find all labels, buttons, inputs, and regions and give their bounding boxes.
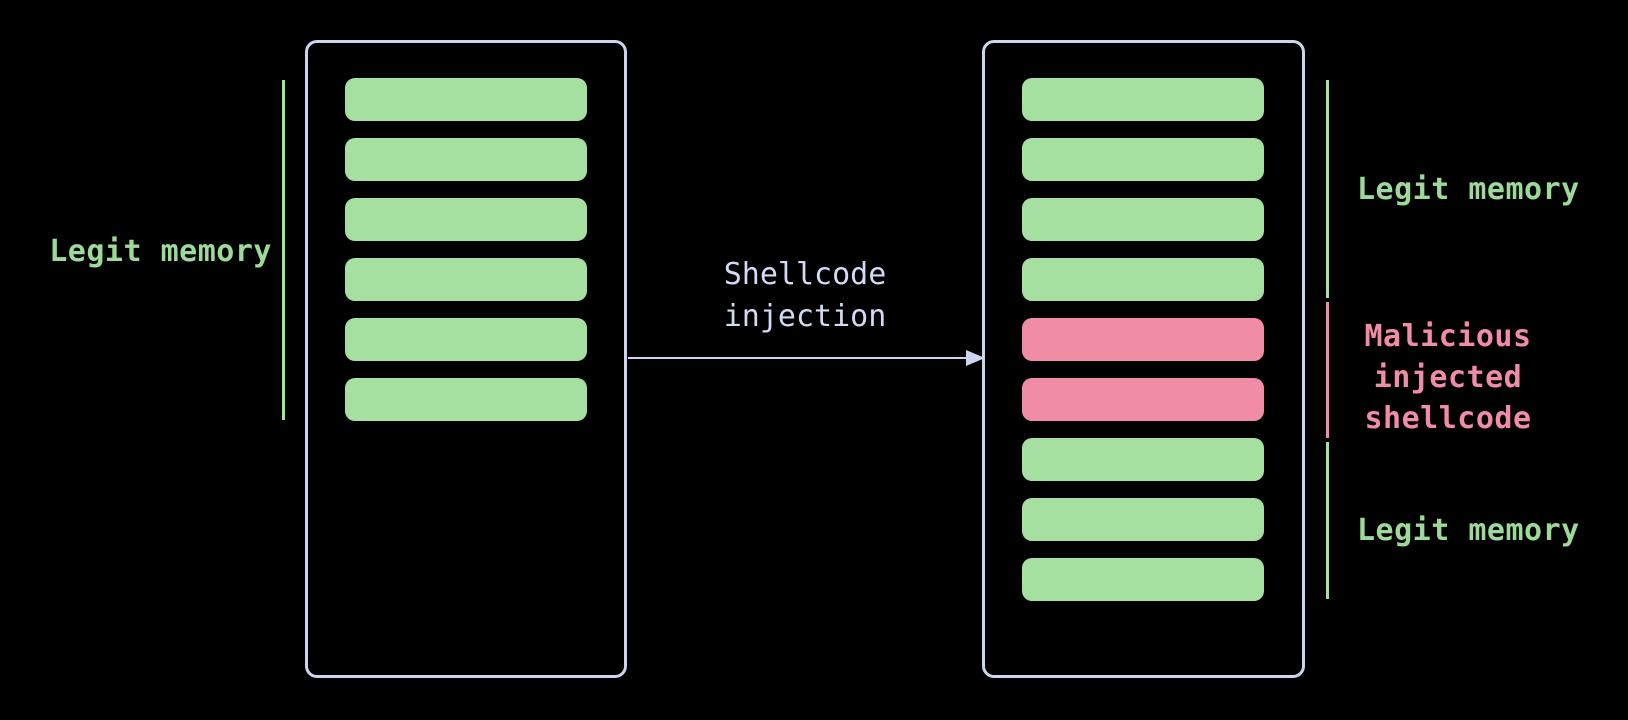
right-legit-memory-bottom-bracket-line	[1326, 442, 1329, 599]
malicious-shellcode-bracket-line	[1326, 302, 1329, 438]
arrow-label: Shellcode injection	[700, 254, 910, 338]
memory-block-green	[1022, 138, 1264, 181]
memory-block-green	[1022, 438, 1264, 481]
memory-box-before	[305, 40, 627, 678]
memory-block-green	[345, 258, 587, 301]
memory-block-green	[1022, 498, 1264, 541]
memory-block-green	[345, 198, 587, 241]
malicious-label-line1: Malicious	[1364, 319, 1532, 354]
memory-block-green	[345, 378, 587, 421]
right-legit-memory-top-label: Legit memory	[1357, 172, 1580, 207]
right-legit-memory-top-bracket-line	[1326, 80, 1329, 298]
memory-blocks-before	[345, 78, 587, 421]
memory-blocks-after	[1022, 78, 1264, 601]
memory-block-green	[345, 138, 587, 181]
arrow-label-line1: Shellcode	[723, 257, 887, 292]
memory-box-after	[982, 40, 1305, 678]
malicious-injected-shellcode-label: Malicious injected shellcode	[1338, 316, 1558, 439]
memory-block-green	[1022, 258, 1264, 301]
right-legit-memory-bottom-label: Legit memory	[1357, 513, 1580, 548]
memory-block-green	[345, 318, 587, 361]
injection-arrow-line	[628, 357, 968, 359]
left-legit-memory-label: Legit memory	[49, 234, 272, 269]
left-legit-memory-bracket-line	[282, 80, 285, 420]
memory-block-pink	[1022, 318, 1264, 361]
memory-block-green	[345, 78, 587, 121]
memory-block-green	[1022, 78, 1264, 121]
memory-block-pink	[1022, 378, 1264, 421]
malicious-label-line3: shellcode	[1364, 401, 1532, 436]
injection-arrow-head-icon	[966, 350, 985, 366]
malicious-label-line2: injected	[1373, 360, 1523, 395]
arrow-label-line2: injection	[723, 299, 887, 334]
memory-block-green	[1022, 198, 1264, 241]
memory-block-green	[1022, 558, 1264, 601]
